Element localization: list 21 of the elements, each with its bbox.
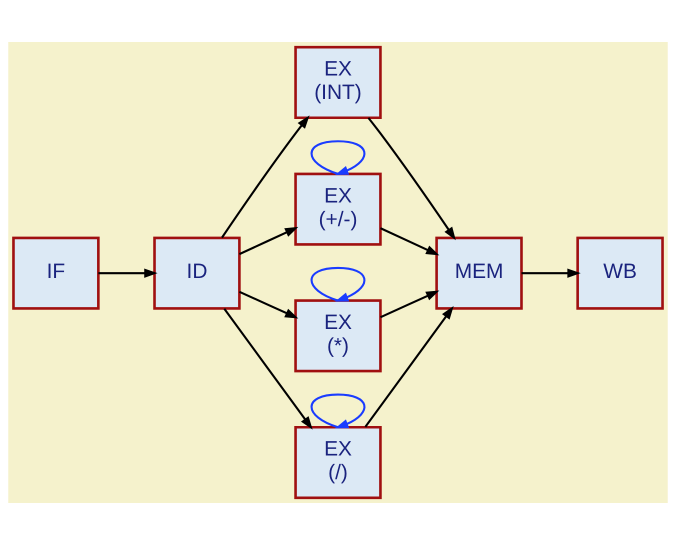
arrow [238, 226, 298, 255]
node-box: ID [153, 236, 241, 310]
arrow [221, 114, 310, 238]
arrow [522, 268, 581, 278]
arrow [310, 266, 366, 302]
arrow [223, 308, 313, 430]
node-box: IF [12, 236, 100, 310]
arrow [368, 116, 456, 240]
node-box: EX (INT) [294, 45, 382, 119]
arrow [239, 290, 298, 318]
arrow [98, 268, 158, 278]
arrow [310, 140, 366, 174]
arrow [380, 226, 440, 255]
node-box: EX (+/-) [294, 172, 382, 246]
arrow [364, 306, 454, 428]
node-box: EX (*) [294, 298, 382, 372]
arrow [380, 290, 440, 318]
node-box: WB [576, 236, 664, 310]
node-box: MEM [435, 236, 523, 310]
node-box: EX (/) [294, 425, 382, 499]
arrow [310, 393, 366, 428]
